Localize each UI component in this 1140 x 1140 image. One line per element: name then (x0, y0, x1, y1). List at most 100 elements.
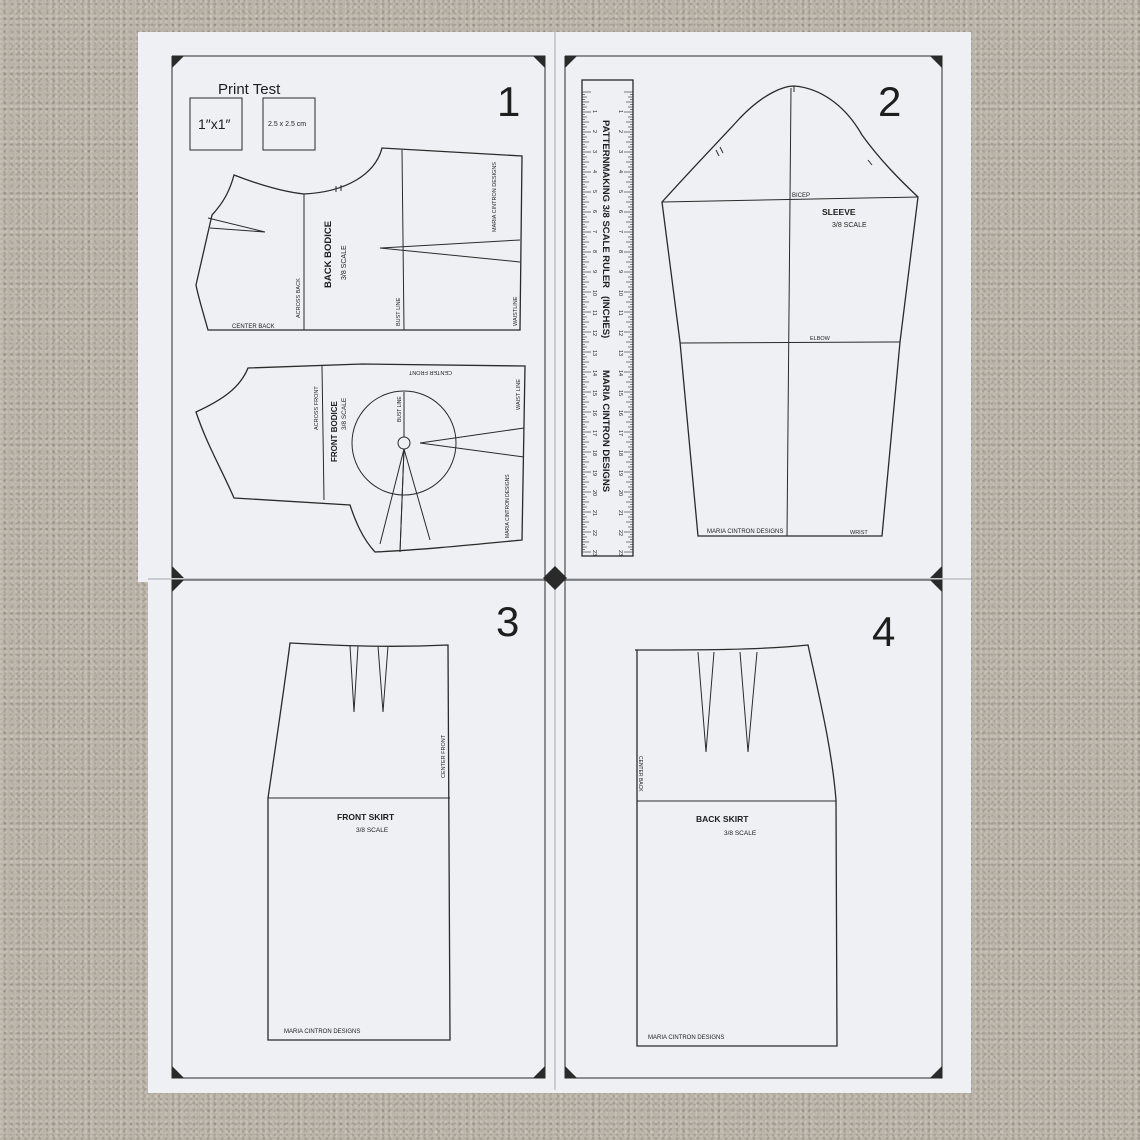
front-bodice-scale: 3/8 SCALE (341, 397, 348, 430)
back-bodice-scale: 3/8 SCALE (341, 245, 348, 280)
ruler-number-left: 10 (591, 290, 597, 296)
ruler-number-right: 22 (617, 530, 623, 536)
sheet-3 (148, 578, 556, 1093)
cm-square (262, 97, 316, 151)
page-number-2: 2 (878, 78, 901, 125)
ruler-number-left: 8 (591, 250, 597, 253)
sheet-2 (553, 32, 971, 582)
back-skirt-scale: 3/8 SCALE (724, 830, 757, 837)
ruler-number-right: 10 (617, 290, 623, 296)
front-skirt-title: FRONT SKIRT (337, 812, 395, 822)
ruler-number-left: 5 (591, 190, 597, 193)
back-skirt-pattern: BACK SKIRT 3/8 SCALE CENTER BACK MARIA C… (634, 644, 838, 1047)
ruler-number-right: 9 (617, 270, 623, 273)
ruler-number-left: 6 (591, 210, 597, 213)
front-across-front: ACROSS FRONT (314, 386, 320, 430)
back-skirt-center-back: CENTER BACK (637, 756, 643, 792)
ruler-number-right: 7 (617, 230, 623, 233)
back-center-back: CENTER BACK (232, 324, 275, 330)
front-bodice-pattern: FRONT BODICE 3/8 SCALE ACROSS FRONT CENT… (195, 363, 526, 553)
ruler-number-left: 11 (591, 310, 597, 316)
front-center-front: CENTER FRONT (408, 369, 452, 375)
ruler-number-left: 23 (591, 550, 597, 556)
ruler-body (581, 79, 634, 557)
ruler-number-right: 3 (617, 150, 623, 153)
ruler-number-left: 1 (591, 110, 597, 113)
ruler-number-right: 12 (617, 330, 623, 336)
ruler-number-left: 16 (591, 410, 597, 416)
ruler-number-left: 20 (591, 490, 597, 496)
front-skirt-designer: MARIA CINTRON DESIGNS (284, 1029, 360, 1035)
cm-label: 2.5 x 2.5 cm (268, 121, 306, 128)
back-designer: MARIA CINTRON DESIGNS (492, 162, 498, 232)
ruler-number-right: 18 (617, 450, 623, 456)
page-number-1: 1 (497, 78, 520, 125)
ruler-number-left: 15 (591, 390, 597, 396)
front-bodice-title: FRONT BODICE (330, 400, 339, 462)
ruler-number-right: 16 (617, 410, 623, 416)
ruler-number-right: 11 (617, 310, 623, 316)
back-waistline: WAISTLINE (513, 296, 519, 326)
ruler-number-left: 13 (591, 350, 597, 356)
back-across-back: ACROSS BACK (296, 278, 302, 318)
paper-sheets (138, 32, 971, 1093)
back-bust-line: BUST LINE (396, 297, 402, 326)
one-inch-label: 1″x1″ (198, 116, 231, 132)
ruler-number-right: 19 (617, 470, 623, 476)
page-number-4: 4 (872, 608, 895, 655)
ruler-number-left: 22 (591, 530, 597, 536)
page-numbers: 1 2 3 4 (496, 78, 901, 655)
ruler-number-right: 13 (617, 350, 623, 356)
back-bodice-title: BACK BODICE (323, 221, 334, 288)
sheet-4 (553, 578, 971, 1093)
registration-marks (172, 56, 942, 1078)
ruler-number-left: 2 (591, 130, 597, 133)
ruler-number-left: 3 (591, 150, 597, 153)
ruler-number-right: 20 (617, 490, 623, 496)
ruler-number-left: 14 (591, 370, 597, 376)
ruler-number-right: 4 (617, 170, 623, 173)
sleeve-bicep: BICEP (792, 193, 810, 199)
front-bust-line: BUST LINE (397, 396, 403, 422)
ruler-number-right: 8 (617, 250, 623, 253)
front-skirt-center-front: CENTER FRONT (441, 734, 447, 778)
ruler-number-right: 14 (617, 370, 623, 376)
page-number-3: 3 (496, 598, 519, 645)
ruler-number-right: 1 (617, 110, 623, 113)
ruler-units: (INCHES) (600, 296, 611, 338)
ruler-number-left: 18 (591, 450, 597, 456)
back-skirt-designer: MARIA CINTRON DESIGNS (648, 1035, 724, 1041)
sleeve-wrist: WRIST (850, 530, 868, 536)
sleeve-pattern: SLEEVE 3/8 SCALE BICEP ELBOW WRIST MARIA… (661, 85, 919, 537)
print-test-title: Print Test (218, 81, 281, 98)
ruler-number-left: 9 (591, 270, 597, 273)
back-bodice-pattern: BACK BODICE 3/8 SCALE CENTER BACK ACROSS… (195, 147, 523, 331)
front-skirt-scale: 3/8 SCALE (356, 827, 389, 834)
ruler-number-right: 17 (617, 430, 623, 436)
ruler-number-right: 15 (617, 390, 623, 396)
front-waist-line: WAIST LINE (516, 379, 522, 410)
ruler-number-right: 5 (617, 190, 623, 193)
ruler-number-right: 23 (617, 550, 623, 556)
print-test: Print Test 1″x1″ 2.5 x 2.5 cm (189, 81, 316, 151)
ruler-title: PATTERNMAKING 3/8 SCALE RULER (600, 120, 611, 288)
sleeve-title: SLEEVE (822, 207, 856, 217)
ruler-number-left: 17 (591, 430, 597, 436)
ruler-number-left: 19 (591, 470, 597, 476)
ruler-number-right: 21 (617, 510, 623, 516)
ruler-number-left: 7 (591, 230, 597, 233)
front-designer: MARIA CINTRON DESIGNS (505, 474, 511, 538)
ruler-number-right: 2 (617, 130, 623, 133)
back-skirt-title: BACK SKIRT (696, 814, 749, 824)
ruler-number-left: 4 (591, 170, 597, 173)
front-skirt-pattern: FRONT SKIRT 3/8 SCALE CENTER FRONT MARIA… (267, 642, 451, 1041)
sheet-1 (138, 32, 556, 582)
ruler-number-right: 6 (617, 210, 623, 213)
ruler-designer: MARIA CINTRON DESIGNS (600, 370, 611, 492)
ruler-number-left: 21 (591, 510, 597, 516)
ruler-number-left: 12 (591, 330, 597, 336)
sleeve-designer: MARIA CINTRON DESIGNS (707, 529, 783, 535)
one-inch-square (189, 97, 243, 151)
